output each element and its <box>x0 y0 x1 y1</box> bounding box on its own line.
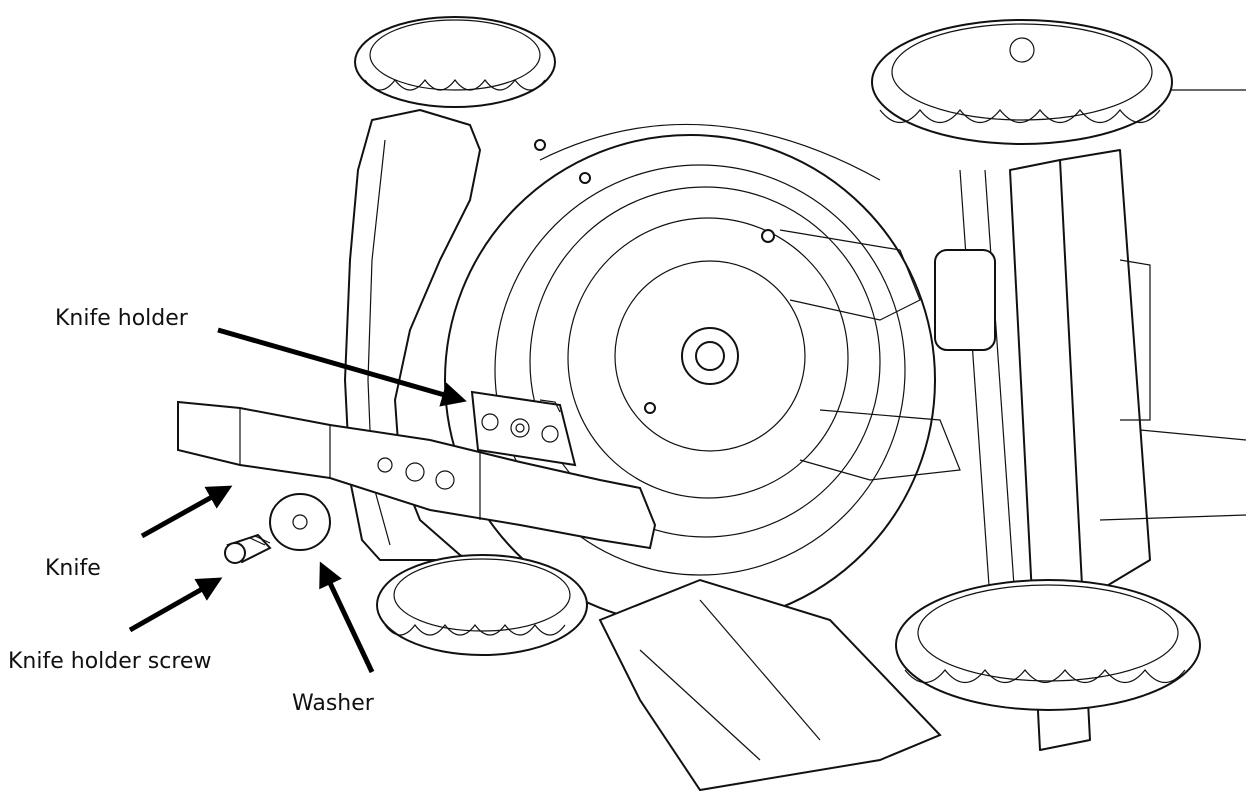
wheel-top-left <box>354 16 556 108</box>
arrow-washer <box>319 561 375 674</box>
wheel-bottom-left <box>376 554 588 656</box>
deck-housing <box>444 134 936 626</box>
label-knife-holder-screw: Knife holder screw <box>8 649 211 674</box>
knife-holder-screw <box>224 533 272 564</box>
motor-plate <box>614 260 806 452</box>
knife-blade <box>177 400 657 550</box>
callout-arrows <box>128 327 467 674</box>
label-knife-holder: Knife holder <box>55 306 189 331</box>
wheel-bottom-right <box>895 579 1201 711</box>
mower-frame <box>934 89 1246 751</box>
discharge-chute <box>598 578 942 792</box>
arrow-knife-holder-screw <box>128 577 223 633</box>
arrow-knife-holder <box>217 327 467 407</box>
label-washer: Washer <box>292 691 375 716</box>
arrow-knife <box>140 485 233 539</box>
mower-deck <box>344 109 961 626</box>
knife-holder <box>470 390 577 467</box>
motor-housing <box>934 249 996 351</box>
label-knife: Knife <box>45 556 101 581</box>
washer <box>269 493 331 551</box>
wheel-top-right <box>871 19 1173 145</box>
